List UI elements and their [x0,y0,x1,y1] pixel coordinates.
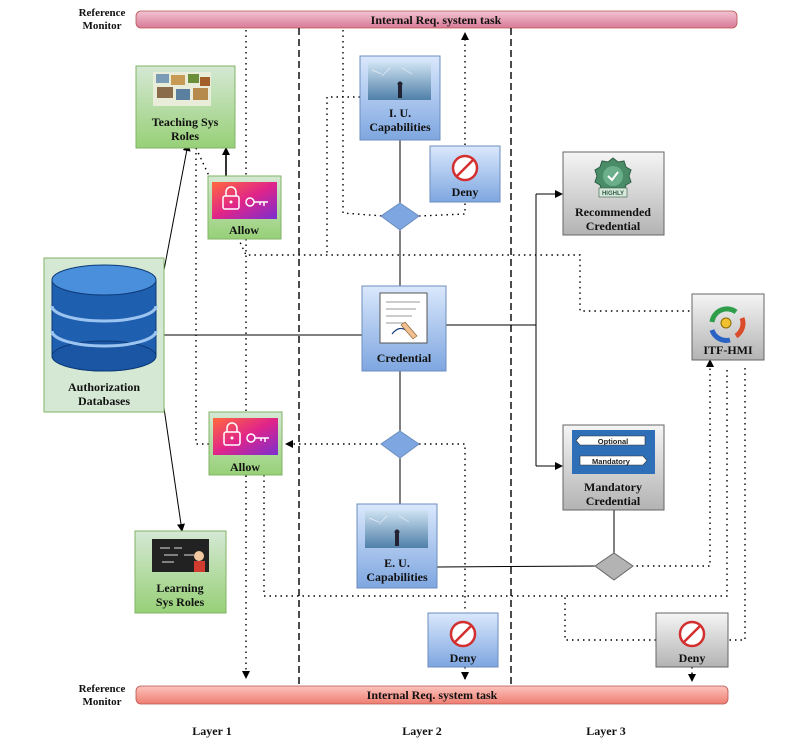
svg-text:Deny: Deny [452,185,479,199]
layer-1-label: Layer 1 [192,724,231,738]
prohibited-icon [449,620,477,648]
svg-text:Monitor: Monitor [82,20,121,32]
decision-diamond-middle [380,430,420,459]
recommended-credential-node[interactable]: HIGHLY Recommended Credential [562,151,665,236]
person-sky-icon [368,62,431,100]
svg-text:Monitor: Monitor [82,696,121,708]
svg-text:Learning: Learning [156,581,203,595]
svg-text:Mandatory: Mandatory [584,480,642,494]
deny-bottom-right-node[interactable]: Deny [655,612,729,668]
decision-diamond-right [594,552,634,581]
lock-key-icon [213,418,278,455]
eu-capabilities-node[interactable]: E. U. Capabilities [356,503,438,589]
svg-text:ITF-HMI: ITF-HMI [703,343,753,357]
authorization-databases-node[interactable]: Authorization Databases [43,257,165,413]
database-icon [50,264,158,372]
layer-2-label: Layer 2 [402,724,441,738]
road-sign-icon: Optional Mandatory [572,430,655,474]
svg-text:Deny: Deny [679,651,706,665]
svg-text:Capabilities: Capabilities [366,570,428,584]
svg-text:Allow: Allow [229,223,259,237]
bottom-bar-label: Internal Req. system task [367,688,498,702]
classroom-photo-icon [153,72,211,106]
svg-text:Credential: Credential [377,351,432,365]
iu-capabilities-node[interactable]: I. U. Capabilities [359,55,441,141]
svg-text:E. U.: E. U. [384,556,410,570]
top-bar-label: Internal Req. system task [371,13,502,27]
learning-sys-roles-node[interactable]: Learning Sys Roles [134,530,227,614]
bottom-system-task-bar [135,685,729,705]
dotted-connectors [195,30,746,682]
svg-text:I. U.: I. U. [389,106,411,120]
deny-top-node[interactable]: Deny [429,145,501,203]
person-sky-icon [365,510,428,548]
svg-text:Mandatory: Mandatory [592,457,631,466]
solid-connectors [163,140,615,568]
prohibited-icon [451,154,479,182]
blackboard-icon [152,539,209,572]
deny-bottom-middle-node[interactable]: Deny [427,612,499,668]
svg-text:Authorization: Authorization [68,380,140,394]
itf-hmi-node[interactable]: ITF-HMI [691,293,765,361]
reference-monitor-bottom: Reference Monitor [79,683,126,708]
allow-top-node[interactable]: Allow [207,175,282,240]
svg-text:Credential: Credential [586,494,641,508]
svg-text:HIGHLY: HIGHLY [602,191,624,197]
lock-key-icon [212,182,277,219]
top-system-task-bar [135,10,738,29]
svg-text:Optional: Optional [598,437,628,446]
svg-text:Roles: Roles [171,129,199,143]
svg-text:Allow: Allow [230,460,260,474]
signing-document-icon [379,292,428,344]
svg-text:Sys Roles: Sys Roles [156,595,205,609]
reference-monitor-top: Reference Monitor [79,7,126,32]
credential-node[interactable]: Credential [361,285,447,372]
svg-text:Databases: Databases [78,394,130,408]
svg-text:Recommended: Recommended [575,205,651,219]
svg-text:Deny: Deny [450,651,477,665]
teaching-sys-roles-node[interactable]: Teaching Sys Roles [135,65,236,149]
svg-text:Credential: Credential [586,219,641,233]
decision-diamond-top [380,202,420,231]
cycle-gears-icon [709,306,746,343]
svg-text:Reference: Reference [79,683,126,695]
svg-text:Capabilities: Capabilities [369,120,431,134]
mandatory-credential-node[interactable]: Optional Mandatory Mandatory Credential [562,424,665,511]
prohibited-icon [678,620,706,648]
allow-bottom-node[interactable]: Allow [208,411,283,476]
svg-text:Reference: Reference [79,7,126,19]
svg-text:Teaching Sys: Teaching Sys [152,115,219,129]
badge-icon: HIGHLY [594,157,632,198]
layer-3-label: Layer 3 [586,724,625,738]
